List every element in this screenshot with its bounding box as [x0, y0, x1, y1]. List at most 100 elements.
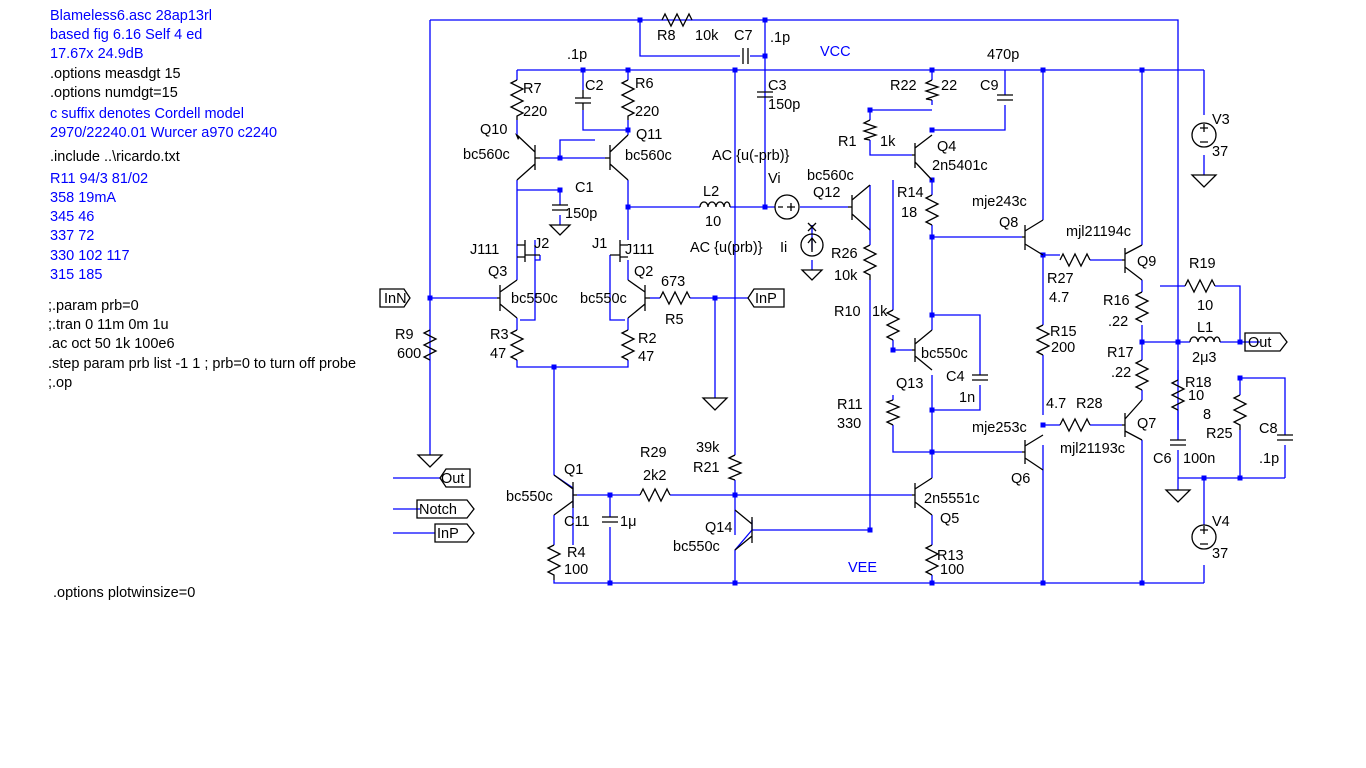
resistor-r4 [546, 544, 562, 580]
resistor-r19 [1184, 278, 1216, 294]
label-c3-val: 150p [768, 97, 800, 113]
resistor-r16 [1134, 291, 1150, 323]
transistor-q6 [1022, 434, 1044, 471]
r11-table-row-5: 315 185 [50, 267, 102, 283]
svg-text:Notch: Notch [419, 502, 457, 518]
label-r10-val: 1k [872, 304, 888, 320]
directive-basis: based fig 6.16 Self 4 ed [50, 27, 202, 43]
port-inn: InN [379, 288, 411, 308]
label-q7-ref: Q7 [1137, 416, 1156, 432]
vsource-vi [774, 194, 800, 220]
label-q12-ref: Q12 [813, 185, 840, 201]
resistor-r28 [1059, 417, 1091, 433]
label-l1-ref: L1 [1197, 320, 1213, 336]
resistor-r1 [861, 119, 879, 141]
label-q13-val: bc550c [921, 346, 968, 362]
capacitor-c8 [1277, 434, 1293, 441]
label-r2-val: 47 [638, 349, 654, 365]
label-r28-ref: R28 [1076, 396, 1103, 412]
capacitor-c3 [757, 91, 773, 98]
r11-table-row-4: 330 102 117 [50, 248, 130, 264]
resistor-r5 [659, 290, 691, 306]
label-c6-ref: C6 [1153, 451, 1172, 467]
label-ii-ref: Ii [780, 240, 787, 256]
directive-op: ;.op [48, 375, 72, 391]
resistor-r8 [661, 12, 693, 28]
ground-ii [800, 269, 824, 281]
label-q3-ref: Q3 [488, 264, 507, 280]
label-r22-ref: R22 [890, 78, 917, 94]
label-r15-val: 200 [1051, 340, 1075, 356]
label-q4-val: 2n5401c [932, 158, 988, 174]
label-v3-ref: V3 [1212, 112, 1230, 128]
r11-table-row-2: 345 46 [50, 209, 94, 225]
label-r17-ref: R17 [1107, 345, 1134, 361]
capacitor-c2 [575, 90, 591, 110]
capacitor-c11 [602, 516, 618, 523]
jfet-j2 [517, 240, 540, 262]
label-r6-ref: R6 [635, 76, 654, 92]
transistor-q11 [605, 134, 629, 181]
svg-text:InN: InN [384, 291, 407, 307]
label-r5-val: 673 [661, 274, 685, 290]
capacitor-c9 [997, 94, 1013, 101]
label-r29-ref: R29 [640, 445, 667, 461]
label-c7-val: .1p [770, 30, 790, 46]
label-r29-val: 2k2 [643, 468, 666, 484]
label-r21-ref: R21 [693, 460, 720, 476]
resistor-r15 [1035, 324, 1051, 356]
label-c1-val: 150p [565, 206, 597, 222]
isource-ii [800, 233, 824, 257]
label-c7-ref: C7 [734, 28, 753, 44]
label-q6-ref: Q6 [1011, 471, 1030, 487]
label-q8-val: mje243c [972, 194, 1027, 210]
resistor-r26 [862, 244, 878, 280]
resistor-r25 [1232, 394, 1248, 430]
directives-block: Blameless6.asc 28ap13rl based fig 6.16 S… [48, 8, 356, 601]
directive-include: .include ..\ricardo.txt [50, 149, 180, 165]
label-q5-ref: Q5 [940, 511, 959, 527]
directive-measdgt: .options measdgt 15 [50, 66, 181, 82]
label-q10-ref: Q10 [480, 122, 507, 138]
jfet-j1 [610, 240, 628, 262]
label-q11-ref: Q11 [636, 127, 662, 143]
resistor-r13 [924, 544, 940, 576]
transistor-q10 [515, 133, 540, 181]
label-q5-val: 2n5551c [924, 491, 980, 507]
transistor-q12 [848, 184, 871, 231]
label-r8-ref: R8 [657, 28, 676, 44]
label-l2-ref: L2 [703, 184, 719, 200]
label-c6-val: 100n [1183, 451, 1215, 467]
label-r6-val: 220 [635, 104, 659, 120]
resistor-r21 [727, 454, 743, 481]
transistor-q14 [734, 509, 753, 551]
label-r17-val: .22 [1111, 365, 1131, 381]
svg-text:Out: Out [441, 471, 464, 487]
label-v4-ref: V4 [1212, 514, 1230, 530]
resistor-r9 [422, 329, 438, 361]
transistor-q9 [1122, 244, 1143, 281]
label-r4-val: 100 [564, 562, 588, 578]
label-r10-ref: R10 [834, 304, 861, 320]
r11-table-row-3: 337 72 [50, 228, 94, 244]
directive-ac: .ac oct 50 1k 100e6 [48, 336, 175, 352]
label-vi-ref: Vi [768, 171, 781, 187]
label-j111-left: J111 [470, 242, 499, 258]
label-q14-ref: Q14 [705, 520, 732, 536]
transistor-q5 [912, 477, 933, 516]
svg-text:InP: InP [755, 291, 777, 307]
label-vi-val: AC {u(-prb)} [712, 148, 790, 164]
label-q7-val: mjl21193c [1060, 441, 1125, 457]
label-q1-val: bc550c [506, 489, 553, 505]
label-r21-val: 39k [696, 440, 720, 456]
label-r7-ref: R7 [523, 81, 542, 97]
label-r13-ref: R13 [937, 548, 964, 564]
label-r28-val: 4.7 [1046, 396, 1066, 412]
transistor-q4 [912, 134, 933, 181]
note-cordell: c suffix denotes Cordell model [50, 106, 244, 122]
label-c9-ref: C9 [980, 78, 999, 94]
resistor-r18 [1170, 379, 1186, 411]
label-r11-val: 330 [837, 416, 861, 432]
capacitor-c4 [972, 374, 988, 381]
label-r2-ref: R2 [638, 331, 657, 347]
